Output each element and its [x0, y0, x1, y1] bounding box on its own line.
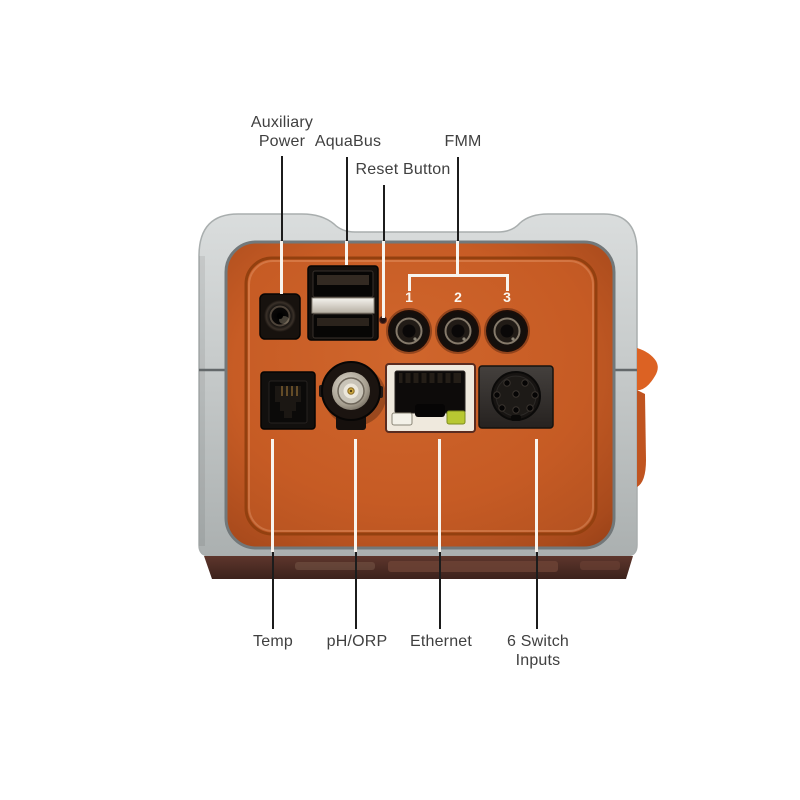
fmm-leader-light: [456, 241, 459, 275]
aux-power-leader-dark: [281, 156, 283, 241]
hole2: [521, 379, 529, 387]
label-aquabus: AquaBus: [314, 133, 382, 150]
fmm-port-1: [386, 308, 432, 354]
din-key-notch: [511, 415, 521, 421]
fmm-port-3: [484, 308, 530, 354]
hole7: [512, 406, 520, 414]
aquabus-metal-band: [311, 297, 375, 314]
fmm3-shadow: [484, 308, 530, 354]
switch-inputs-leader-dark: [536, 552, 538, 629]
label-auxiliary-power: Auxiliary Power: [217, 113, 347, 151]
base-emboss: [388, 561, 558, 572]
hole5: [531, 391, 539, 399]
fmm1-shadow: [386, 308, 432, 354]
label-ph-orp: pH/ORP: [326, 633, 388, 650]
fmm-port-number-1: 1: [405, 289, 413, 305]
ph-orp-port: [319, 361, 386, 430]
tab-upper: [637, 348, 658, 390]
switch-inputs-port: [478, 365, 554, 429]
ph-orp-leader-dark: [355, 552, 357, 629]
fmm-port-number-2: 2: [454, 289, 462, 305]
base-streak-right: [580, 561, 620, 570]
fmm-bracket-right: [506, 274, 509, 291]
aquabus-leader-light: [345, 241, 348, 265]
fmm-bracket-horizontal: [408, 274, 509, 277]
label-six-switch-line2: Inputs: [515, 652, 561, 669]
fmm-ports: [386, 308, 530, 354]
label-auxiliary-power-line2: Power: [258, 133, 306, 150]
aquabus-port: [307, 265, 379, 341]
temp-leader-light: [271, 439, 274, 552]
fmm-port-2: [435, 308, 481, 354]
aux-power-port: [259, 293, 301, 340]
fmm1-glint: [413, 337, 417, 341]
fmm-port-number-3: 3: [503, 289, 511, 305]
case-left-shade: [199, 256, 205, 546]
aux-power-pinhole: [277, 313, 283, 319]
ethernet-led-left: [391, 412, 413, 426]
ethernet-leader-light: [438, 439, 441, 552]
hole1: [503, 379, 511, 387]
label-six-switch-line1: 6 Switch: [506, 633, 570, 650]
hole4: [512, 390, 520, 398]
ethernet-latch-slot: [415, 404, 445, 417]
fmm1-center: [402, 324, 416, 338]
label-fmm: FMM: [444, 133, 482, 150]
fmm2-glint: [462, 337, 466, 341]
fmm3-glint: [511, 337, 515, 341]
label-reset-button: Reset Button: [355, 161, 451, 178]
din-pin-holes: [493, 379, 539, 414]
temp-gold-pins: [281, 386, 298, 396]
fmm-leader-dark: [457, 157, 459, 241]
label-six-switch-inputs: 6 Switch Inputs: [478, 632, 598, 670]
switch-inputs-leader-light: [535, 439, 538, 552]
reset-leader-dark: [383, 185, 385, 241]
bnc-pin-hole: [349, 389, 353, 393]
fmm3-center: [500, 324, 514, 338]
fmm-bracket-left: [408, 274, 411, 291]
hole3: [493, 391, 501, 399]
temp-leader-dark: [272, 552, 274, 629]
panel-recess-highlight: [248, 260, 594, 532]
base-strip: [204, 556, 633, 579]
temp-port: [260, 371, 316, 430]
tab-lower: [637, 390, 646, 487]
ethernet-port: [385, 363, 476, 433]
side-mounting-tab: [637, 348, 658, 487]
fmm2-center: [451, 324, 465, 338]
ethernet-led-right: [446, 410, 466, 425]
aquabus-usb-top-tongue: [317, 275, 369, 285]
aquabus-usb-bottom-tongue: [317, 318, 369, 326]
label-temp: Temp: [253, 633, 293, 650]
hole6: [498, 404, 506, 412]
ethernet-pins: [402, 373, 454, 383]
reset-leader-light: [382, 241, 385, 318]
aux-power-ring: [269, 305, 291, 327]
ethernet-leader-dark: [439, 552, 441, 629]
label-ethernet: Ethernet: [409, 633, 473, 650]
fmm2-shadow: [435, 308, 481, 354]
aux-power-leader-light: [280, 241, 283, 294]
aquabus-leader-dark: [346, 157, 348, 241]
ph-orp-leader-light: [354, 439, 357, 552]
hole8: [526, 404, 534, 412]
base-streak-left: [295, 562, 375, 570]
ethernet-pin-row: [399, 373, 461, 383]
label-auxiliary-power-line1: Auxiliary: [250, 114, 314, 131]
